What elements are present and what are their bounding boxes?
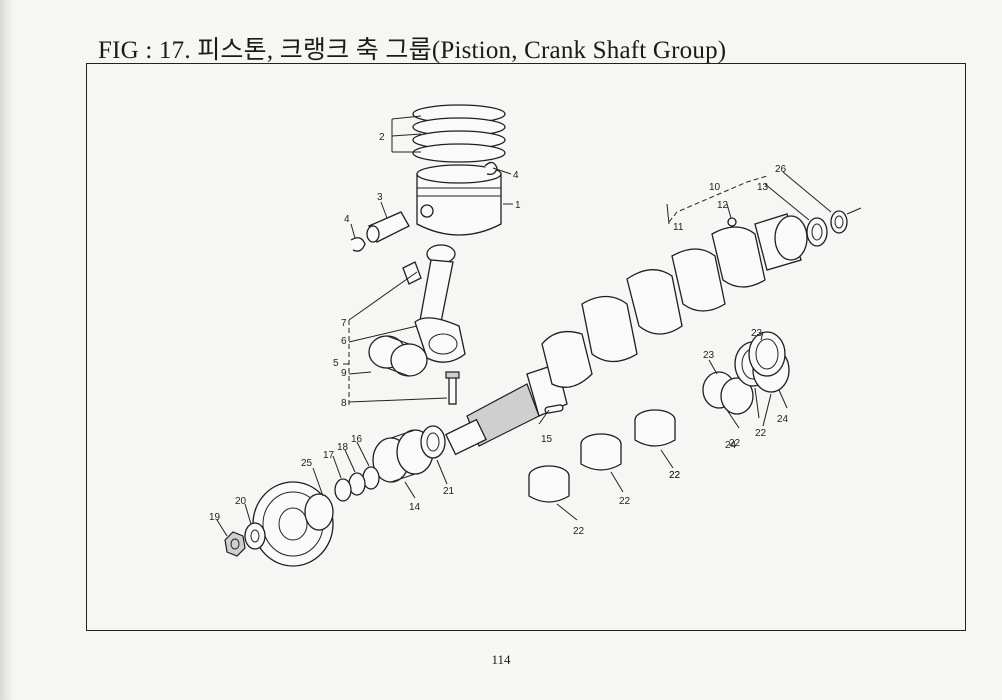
callout-23-b: 23 (751, 328, 763, 339)
callout-4a: 4 (513, 170, 519, 181)
callout-9: 9 (341, 368, 347, 379)
piston (416, 164, 502, 236)
diagram-frame: 1 2 3 4 4 5 6 7 8 9 10 11 12 13 14 15 16… (86, 63, 966, 631)
exploded-parts-diagram: 1 2 3 4 4 5 6 7 8 9 10 11 12 13 14 15 16… (209, 104, 862, 567)
callout-22-a: 22 (573, 526, 585, 537)
leader-lines (216, 115, 832, 537)
callout-7: 7 (341, 318, 347, 329)
shaft-end-line (846, 207, 862, 215)
main-bearing-4 (702, 371, 754, 415)
callout-20: 20 (235, 496, 247, 507)
callout-24-b: 24 (777, 414, 789, 425)
callout-6: 6 (341, 336, 347, 347)
crankshaft (445, 213, 808, 456)
main-bearing-1 (528, 465, 570, 503)
scan-edge-shadow (0, 0, 14, 700)
snap-ring-lower (350, 237, 366, 252)
pulley-nut (224, 531, 246, 557)
callout-15: 15 (541, 434, 553, 445)
main-bearing-2 (580, 433, 622, 471)
callout-labels: 1 2 3 4 4 5 6 7 8 9 10 11 12 13 14 15 16… (209, 132, 789, 537)
callout-25: 25 (301, 458, 313, 469)
callout-2: 2 (379, 132, 385, 143)
callout-1: 1 (515, 200, 521, 211)
callout-16: 16 (351, 434, 363, 445)
ring-17 (334, 478, 352, 502)
callout-8: 8 (341, 398, 347, 409)
small-end-bushing (402, 261, 422, 285)
callout-10: 10 (709, 182, 721, 193)
callout-26: 26 (775, 164, 787, 175)
figure-title: FIG : 17. 피스톤, 크랭크 축 그룹(Pistion, Crank S… (98, 37, 727, 64)
thrust-washer-set (734, 331, 790, 393)
piston-rings (412, 104, 506, 163)
snap-ring-upper (484, 161, 498, 176)
connecting-rod (414, 244, 466, 363)
thrust-collar-13 (806, 217, 828, 247)
callout-3: 3 (377, 192, 383, 203)
crank-key (544, 404, 564, 414)
piston-pin (366, 211, 410, 243)
rod-bolt (445, 371, 460, 405)
crank-plug (727, 217, 737, 227)
callout-12: 12 (717, 200, 729, 211)
callout-13: 13 (757, 182, 769, 193)
rod-bearing (368, 335, 428, 377)
main-bearing-3 (634, 409, 676, 447)
bracket-crank (668, 175, 768, 223)
callout-14: 14 (409, 502, 421, 513)
callout-22-f: 22 (669, 470, 681, 481)
oil-seal-26 (830, 210, 848, 234)
callout-11: 11 (673, 222, 684, 233)
callout-17: 17 (323, 450, 335, 461)
callout-22-b: 22 (619, 496, 631, 507)
callout-23-a: 23 (703, 350, 715, 361)
callout-21: 21 (443, 486, 455, 497)
page-number: 114 (491, 652, 511, 667)
callout-4b: 4 (344, 214, 350, 225)
callout-22-c: 22 (669, 470, 681, 481)
callout-19: 19 (209, 512, 221, 523)
callout-22-d: 22 (755, 428, 767, 439)
callout-24-a: 24 (725, 440, 737, 451)
crank-pulley (252, 481, 334, 567)
pulley-washer (244, 522, 266, 550)
callout-18: 18 (337, 442, 349, 453)
callout-5: 5 (333, 358, 339, 369)
gear-spacer (420, 425, 446, 459)
callout-22-e: 22 (729, 438, 741, 449)
